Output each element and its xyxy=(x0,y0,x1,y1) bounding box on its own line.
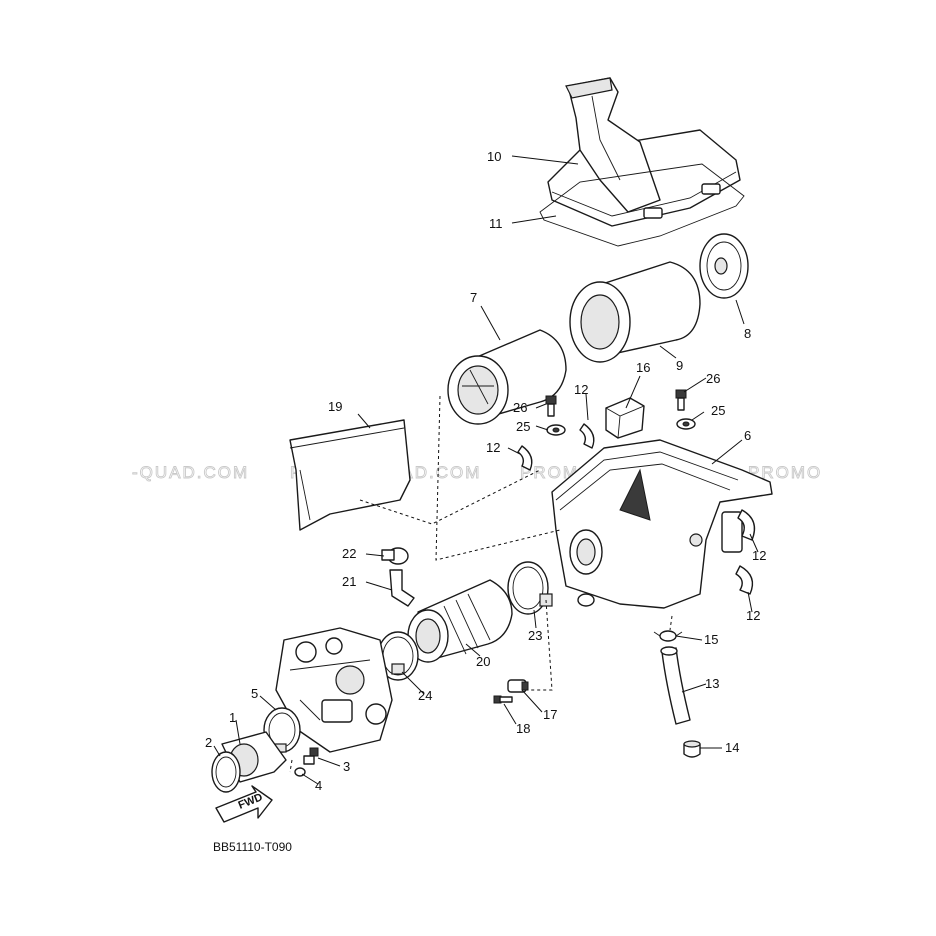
part-12-clamp xyxy=(737,509,756,541)
part-26-bolt xyxy=(545,395,557,417)
part-12-clamp xyxy=(517,445,533,471)
part-16-sponge xyxy=(605,397,645,439)
callout-12: 12 xyxy=(752,548,766,563)
throttle-body xyxy=(275,627,393,753)
callout-22: 22 xyxy=(342,546,356,561)
callout-15: 15 xyxy=(704,632,718,647)
callout-13: 13 xyxy=(705,676,719,691)
part-11-gasket xyxy=(539,163,745,247)
part-21-elbow-fitting xyxy=(389,569,415,607)
callout-17: 17 xyxy=(543,707,557,722)
callout-12: 12 xyxy=(746,608,760,623)
callout-26: 26 xyxy=(513,400,527,415)
part-20-intake-joint xyxy=(407,579,513,663)
part-8-end-cover xyxy=(699,233,749,299)
part-18-screw xyxy=(493,695,513,704)
callout-12: 12 xyxy=(574,382,588,397)
callout-5: 5 xyxy=(251,686,258,701)
part-6-airbox-body xyxy=(551,439,773,609)
part-10-airbox-cap xyxy=(547,77,741,227)
callout-1: 1 xyxy=(229,710,236,725)
part-7-filter-cage xyxy=(447,329,567,425)
part-9-filter-element xyxy=(569,261,701,363)
callout-12: 12 xyxy=(486,440,500,455)
callout-25: 25 xyxy=(711,403,725,418)
callout-14: 14 xyxy=(725,740,739,755)
part-23-hose-clamp xyxy=(507,561,553,615)
callout-16: 16 xyxy=(636,360,650,375)
callout-9: 9 xyxy=(676,358,683,373)
watermark-text: -QUAD.COM xyxy=(132,463,249,482)
assembly-lines xyxy=(289,395,673,773)
part-26-bolt xyxy=(675,389,687,411)
part-24-hose-clamp xyxy=(377,631,419,681)
document-code: BB51110-T090 xyxy=(213,840,292,854)
callout-19: 19 xyxy=(328,399,342,414)
part-19-side-plate xyxy=(289,419,411,531)
callout-25: 25 xyxy=(516,419,530,434)
callout-23: 23 xyxy=(528,628,542,643)
part-25-washer xyxy=(676,418,696,430)
callout-18: 18 xyxy=(516,721,530,736)
part-22-cap xyxy=(381,547,409,565)
part-2-o-ring xyxy=(211,751,241,793)
part-13-drain-hose xyxy=(660,646,691,725)
callout-10: 10 xyxy=(487,149,501,164)
callout-6: 6 xyxy=(744,428,751,443)
fwd-arrow: FWD xyxy=(215,785,273,823)
callout-labels: 10 11 7 8 9 19 16 12 26 26 25 25 12 6 12… xyxy=(205,149,766,793)
callout-8: 8 xyxy=(744,326,751,341)
leader-lines xyxy=(213,155,759,785)
callout-11: 11 xyxy=(489,216,503,231)
callout-7: 7 xyxy=(470,290,477,305)
callout-2: 2 xyxy=(205,735,212,750)
callout-4: 4 xyxy=(315,778,322,793)
part-12-clamp xyxy=(579,423,595,449)
part-17-sensor xyxy=(507,679,529,693)
callout-3: 3 xyxy=(343,759,350,774)
part-3-bolt xyxy=(303,747,319,765)
part-25-washer xyxy=(546,424,566,436)
part-14-plug xyxy=(683,740,701,758)
callout-20: 20 xyxy=(476,654,490,669)
part-12-clamp xyxy=(735,565,754,595)
callout-26: 26 xyxy=(706,371,720,386)
watermark-text: PROMO xyxy=(748,463,822,482)
callout-24: 24 xyxy=(418,688,432,703)
callout-21: 21 xyxy=(342,574,356,589)
